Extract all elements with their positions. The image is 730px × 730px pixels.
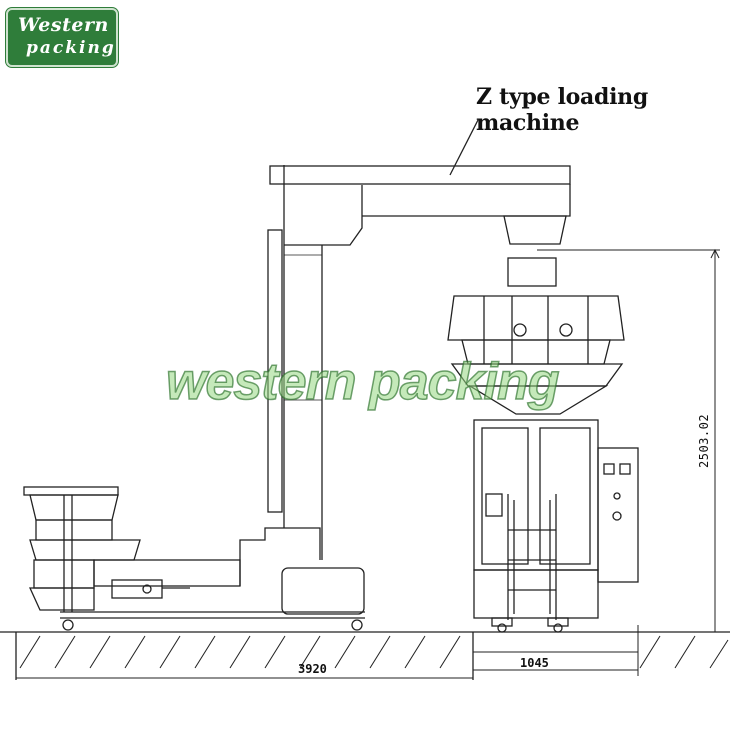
feeding-hopper <box>23 486 141 612</box>
ground-floor <box>0 631 730 680</box>
diagram-title: Z type loading machine <box>476 84 648 136</box>
vertical-packing-machine <box>473 419 639 633</box>
brand-logo: Western packing <box>6 8 118 67</box>
logo-text-line2: packing <box>26 38 116 58</box>
conveyor-frame <box>60 559 365 631</box>
dimension-lines <box>16 248 720 679</box>
watermark-text: western packing <box>165 352 560 412</box>
dimension-packer-width: 1045 <box>520 656 549 670</box>
dimension-height: 2503.02 <box>697 413 711 468</box>
logo-text-line1: Western <box>18 14 109 36</box>
z-elevator <box>239 119 571 615</box>
multihead-weigher <box>447 257 625 415</box>
dimension-total-length: 3920 <box>298 662 327 676</box>
